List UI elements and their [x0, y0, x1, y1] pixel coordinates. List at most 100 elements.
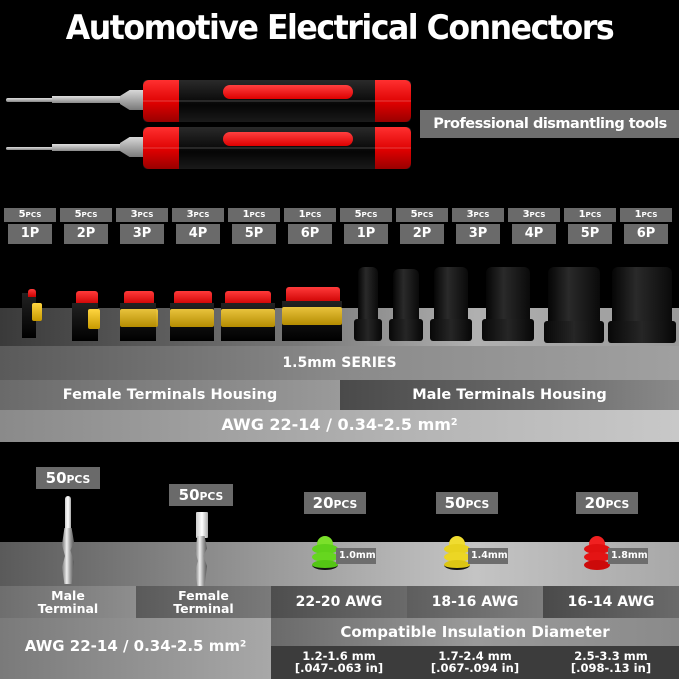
pin-badge: 3P [452, 224, 504, 244]
seal-awg-red: 16-14 AWG [543, 586, 679, 618]
pin-label: 5P [232, 224, 276, 244]
female-housing-4p [170, 291, 214, 341]
seal-ring [584, 552, 610, 562]
compat-insulation-title: Compatible Insulation Diameter [271, 618, 679, 646]
pcs-count: 20 [312, 494, 334, 512]
label-line: Male [51, 588, 85, 603]
compat-cell-yellow: 1.7-2.4 mm [.067-.094 in] [407, 646, 543, 679]
pin-badge: 6P [620, 224, 672, 244]
handle-cap-left [143, 127, 179, 169]
pin-label: 2P [64, 224, 108, 244]
male-housing-6p [608, 267, 676, 343]
pcs-count: 50 [45, 469, 67, 487]
seal-ring [312, 544, 338, 554]
diam-mm: 1.7-2.4 mm [438, 649, 512, 663]
pcs-badge: 1PCS [564, 208, 616, 222]
seal-awg-green: 22-20 AWG [271, 586, 407, 618]
pcs-unit: PCS [641, 210, 658, 219]
male-terminal-label: Male Terminal [0, 586, 136, 618]
pin-label: 1P [8, 224, 52, 244]
pcs-count: 1 [242, 209, 250, 220]
pin-badge: 5P [564, 224, 616, 244]
pcs-unit: PCS [585, 210, 602, 219]
series-label: 1.5mm SERIES [0, 346, 679, 380]
housing-lock [174, 291, 212, 305]
handle-highlight [143, 147, 411, 149]
pcs-unit: PCS [529, 210, 546, 219]
compat-cell-green: 1.2-1.6 mm [.047-.063 in] [271, 646, 407, 679]
pcs-unit: PCS [66, 473, 91, 486]
diam-in: [.047-.063 in] [294, 661, 384, 675]
pcs-count: 5 [18, 209, 26, 220]
handle-grip [223, 85, 353, 99]
pcs-unit: PCS [417, 210, 434, 219]
pcs-unit: PCS [249, 210, 266, 219]
tool-handle [143, 80, 411, 122]
pcs-unit: PCS [333, 498, 358, 511]
pin-crimp [195, 536, 207, 586]
housing-awg-spec: AWG 22-14 / 0.34-2.5 mm2 [0, 410, 679, 442]
female-terminal-label: Female Terminal [136, 586, 271, 618]
female-housing-1p [18, 285, 42, 340]
male-housing-3p [430, 267, 472, 341]
pcs-badge: 5PCS [60, 208, 112, 222]
pcs-count: 1 [578, 209, 586, 220]
wire-seal-green [312, 536, 338, 576]
male-terminal-pcs-badge: 50PCS [36, 467, 100, 489]
awg-text: AWG 22-14 / 0.34-2.5 mm [221, 415, 451, 434]
housing-seal [221, 309, 275, 327]
male-housing-5p [544, 267, 604, 343]
housing-base [482, 319, 534, 341]
handle-cap-left [143, 80, 179, 122]
pcs-badge: 5PCS [396, 208, 448, 222]
diam-mm: 2.5-3.3 mm [574, 649, 648, 663]
terminal-awg-spec: AWG 22-14 / 0.34-2.5 mm2 [0, 618, 271, 679]
page-title: Automotive Electrical Connectors [65, 8, 615, 48]
housing-base [354, 319, 382, 341]
pin-label: 1P [344, 224, 388, 244]
seal-pcs-badge-red: 20PCS [576, 492, 638, 514]
housing-seal [120, 309, 158, 327]
seal-ring [444, 544, 470, 554]
label-line: Terminal [37, 601, 99, 616]
label-line: Female [178, 588, 229, 603]
pcs-unit: PCS [25, 210, 42, 219]
pcs-unit: PCS [81, 210, 98, 219]
pin-badge: 5P [228, 224, 280, 244]
pcs-count: 3 [186, 209, 194, 220]
housing-base [608, 321, 676, 343]
pcs-count: 50 [444, 494, 466, 512]
awg-text: AWG 22-14 / 0.34-2.5 mm [24, 637, 240, 655]
pcs-badge: 3PCS [172, 208, 224, 222]
pcs-unit: PCS [605, 498, 630, 511]
pcs-unit: PCS [137, 210, 154, 219]
housing-seal [88, 309, 100, 329]
pcs-unit: PCS [193, 210, 210, 219]
pcs-count: 5 [74, 209, 82, 220]
male-housing-1p [354, 267, 382, 341]
housing-lock [124, 291, 154, 305]
male-terminal-pin [62, 496, 74, 586]
dismantling-tool-hook [0, 127, 420, 171]
housing-lock [225, 291, 271, 305]
pcs-count: 3 [130, 209, 138, 220]
female-housing-5p [221, 291, 275, 341]
pin-badge: 4P [172, 224, 224, 244]
pin-badge: 1P [4, 224, 56, 244]
tool-collar [120, 90, 144, 110]
pcs-count: 3 [522, 209, 530, 220]
pcs-badge: 1PCS [620, 208, 672, 222]
pin-label: 6P [288, 224, 332, 244]
tool-shaft-base [52, 96, 132, 103]
seal-ring [584, 560, 610, 570]
dismantling-tool-straight [0, 80, 420, 124]
seal-size-tag: 1.0mm [336, 548, 376, 564]
seal-top [449, 536, 465, 546]
pcs-badge-row: 5PCS 5PCS 3PCS 3PCS 1PCS 1PCS 5PCS 5PCS … [4, 208, 676, 222]
handle-cap-right [375, 80, 411, 122]
seal-ring [584, 544, 610, 554]
pcs-unit: PCS [361, 210, 378, 219]
connector-photo-row [0, 255, 679, 345]
seal-ring [312, 552, 338, 562]
seal-size-tag: 1.8mm [608, 548, 648, 564]
